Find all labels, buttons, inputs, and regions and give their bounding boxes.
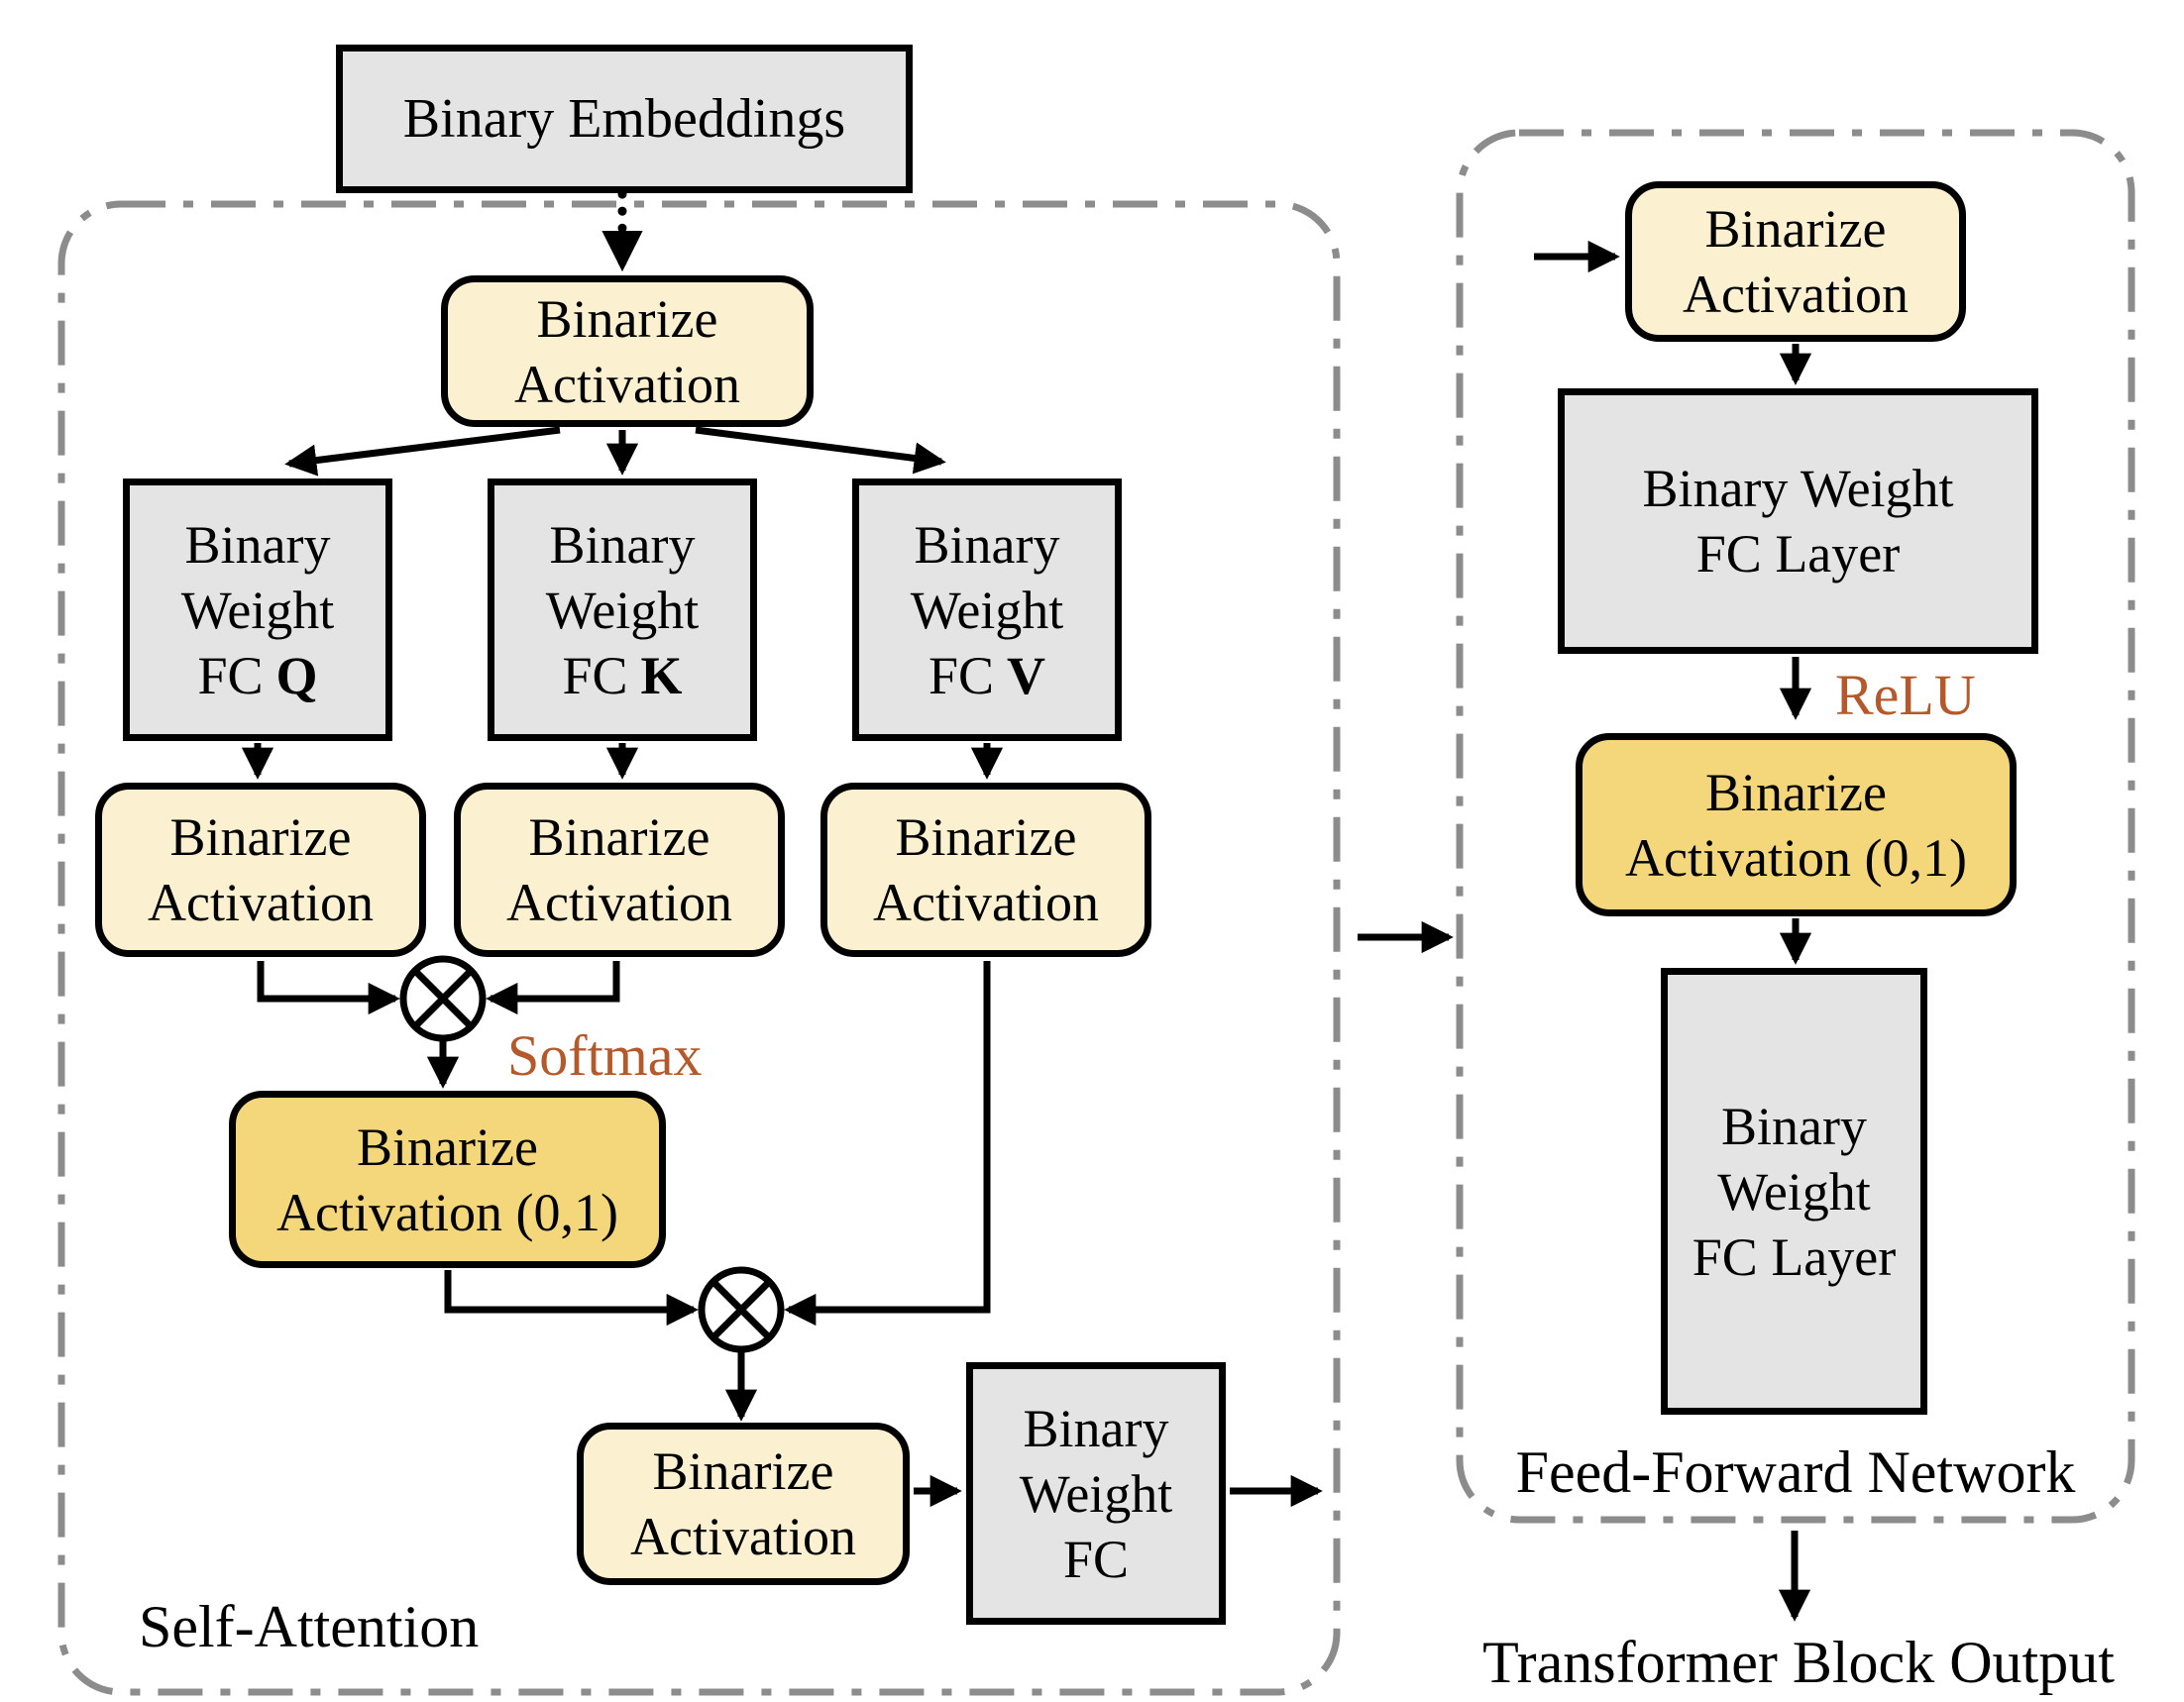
box-label: FC Layer [1692,1226,1897,1287]
box-label: Binarize [357,1117,538,1177]
box-label: Binarize [528,807,710,867]
box-label: Binarize [895,807,1077,867]
sa-binarize-top-box: Binarize Activation [441,275,814,427]
box-label: Activation [1683,265,1909,324]
box-label: Binary Weight [1642,459,1954,518]
box-label: Activation [506,873,732,932]
box-label: Binarize [652,1441,834,1501]
box-label: Weight [910,580,1064,640]
box-label: Activation (0,1) [1625,827,1967,888]
softmax-label: Softmax [507,1023,703,1088]
box-label: Binary [914,514,1060,575]
sa-binarize-k-box: Binarize Activation [454,783,785,957]
binary-embeddings-box: Binary Embeddings [336,45,913,193]
multiply-icon [698,1266,785,1353]
box-label: Activation [514,354,740,414]
box-label: Binary [184,514,331,575]
box-label: Binary [1721,1096,1867,1156]
box-label: FC [1062,1529,1130,1589]
box-label: Binarize [1705,762,1887,822]
box-label: FC Layer [1695,524,1901,584]
sa-binarize-out-box: Binarize Activation [577,1423,910,1585]
box-label: Binarize [169,807,352,867]
arrow-binarize-to-fcq [284,426,561,477]
sa-binarize-01-box: Binarize Activation (0,1) [229,1091,666,1268]
box-label: Weight [1717,1161,1871,1222]
box-label: Binary [1023,1398,1169,1458]
transformer-block-output-label: Transformer Block Output [1482,1630,2115,1695]
ffn-binarize-01-box: Binarize Activation (0,1) [1576,733,2017,916]
box-label: Binarize [1704,199,1887,259]
box-label: Weight [1019,1463,1173,1524]
multiply-icon [399,955,487,1042]
self-attention-label: Self-Attention [139,1594,480,1659]
self-attention-panel-border [57,200,1341,1696]
box-label: Binarize [536,288,718,349]
ffn-panel-border [1456,129,2135,1524]
fc-out-box: Binary Weight FC [966,1362,1226,1625]
sa-binarize-q-box: Binarize Activation [95,783,426,957]
box-label: Binary [549,514,696,575]
box-label: Weight [180,580,335,640]
arrow-binarize-q-to-multiply1 [257,961,400,1015]
relu-label: ReLU [1835,663,1976,727]
arrow-binarize-v-to-multiply2 [784,961,991,1327]
box-label: Activation [630,1507,856,1566]
box-label: Weight [545,580,700,640]
ffn-binarize-in-box: Binarize Activation [1625,181,1966,342]
box-label: Activation (0,1) [276,1182,618,1242]
box-label: Activation [148,873,374,932]
arrow-binarize01-to-multiply2 [444,1270,699,1327]
arrow-binarize-k-to-multiply1 [486,961,620,1015]
feed-forward-network-label: Feed-Forward Network [1515,1439,2076,1505]
arrow-binarize-to-fcv [695,426,946,475]
sa-binarize-v-box: Binarize Activation [820,783,1151,957]
binary-embeddings-label: Binary Embeddings [402,88,846,150]
ffn-fc2-box: Binary Weight FC Layer [1661,968,1927,1415]
ffn-fc1-box: Binary Weight FC Layer [1558,388,2038,654]
box-label: Activation [873,873,1099,932]
